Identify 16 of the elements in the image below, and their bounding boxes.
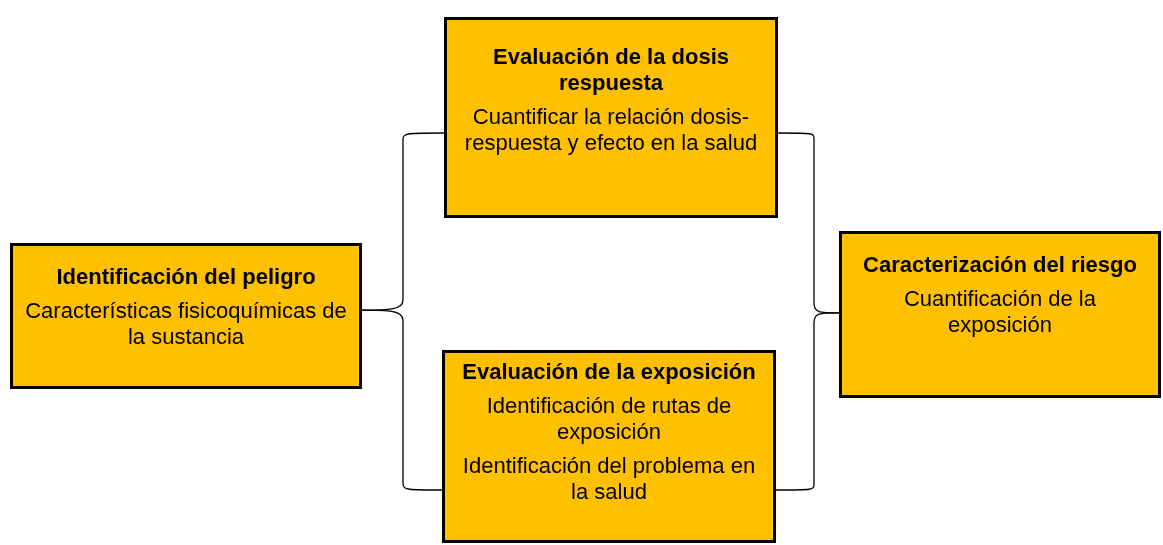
box-heading: Identificación del peligro bbox=[56, 264, 316, 290]
box-heading: Evaluación de la exposición bbox=[462, 359, 756, 385]
box-heading: Evaluación de la dosis respuesta bbox=[492, 44, 730, 96]
brace-connector bbox=[361, 309, 443, 491]
process-box bbox=[10, 243, 362, 389]
box-heading: Caracterización del riesgo bbox=[863, 252, 1137, 278]
brace-connector bbox=[361, 132, 445, 311]
process-box bbox=[444, 17, 778, 218]
box-text: Cuantificación de la exposición bbox=[903, 286, 1097, 338]
process-box bbox=[442, 350, 776, 543]
box-text: Características fisicoquímicas de la sustancia bbox=[24, 298, 348, 350]
box-text: Identificación del problema en la salud bbox=[461, 453, 757, 505]
brace-connector bbox=[775, 312, 840, 491]
box-text: Identificación de rutas de exposición bbox=[485, 393, 733, 445]
process-box bbox=[839, 231, 1161, 398]
box-text: Cuantificar la relación dosis- respuesta y efecto en la salud bbox=[463, 104, 759, 156]
